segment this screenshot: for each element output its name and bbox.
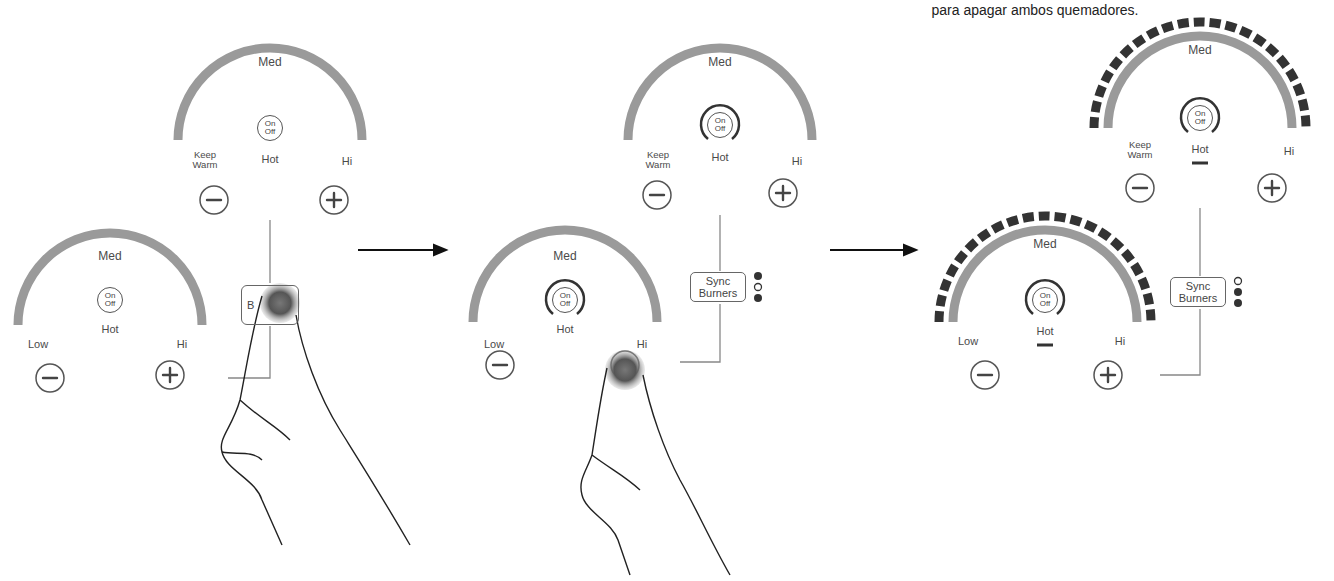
sync-button: Sync Burners: [690, 272, 746, 302]
dial-label: Med: [98, 250, 121, 263]
dial-label: Hot: [1036, 326, 1053, 338]
pm-symbols: [43, 181, 1279, 382]
dial-label: Hot: [556, 324, 573, 336]
level-dash: [1037, 163, 1208, 345]
dial-label: Med: [1033, 238, 1056, 251]
button-label: On Off: [558, 292, 572, 308]
button-label: On Off: [103, 292, 117, 308]
dial-label: Hi: [342, 156, 352, 168]
dial-label: Keep Warm: [187, 150, 223, 170]
dial-label: Med: [553, 250, 576, 263]
dial-label: Hot: [1191, 144, 1208, 156]
button-label: On Off: [1193, 110, 1207, 126]
dial-label: Hot: [711, 152, 728, 164]
button-label: On Off: [263, 120, 277, 136]
power-button: On Off: [1032, 287, 1058, 313]
heat-indicator: [939, 22, 1306, 322]
sync-button: Sync Burners: [1170, 277, 1226, 307]
dial-label: Low: [28, 339, 48, 351]
power-button: On Off: [257, 115, 283, 141]
dial-label: Hi: [177, 339, 187, 351]
power-button: On Off: [552, 287, 578, 313]
dial-label: Low: [958, 336, 978, 348]
button-label: Sync Burners: [1175, 280, 1221, 304]
button-label: Sync Burners: [695, 275, 741, 299]
dial-label: Keep Warm: [640, 150, 676, 170]
dial-label: Low: [484, 339, 504, 351]
dial-label: Hi: [792, 156, 802, 168]
button-label: B: [247, 299, 254, 311]
active-ring: [546, 98, 1219, 314]
dial-label: Med: [258, 56, 281, 69]
dial-label: Hi: [1284, 146, 1294, 158]
pressed-button: B: [241, 285, 299, 325]
dial-label: Hot: [261, 154, 278, 166]
flow-arrows: [358, 245, 916, 255]
dial-label: Hi: [637, 339, 647, 351]
caption-note: para apagar ambos quemadores.: [931, 3, 1138, 18]
dial-label: Keep Warm: [1122, 140, 1158, 160]
dial-label: Med: [708, 56, 731, 69]
hand: [221, 283, 730, 575]
power-button: On Off: [707, 112, 733, 138]
dial-label: Med: [1188, 44, 1211, 57]
button-label: On Off: [1038, 292, 1052, 308]
leader-lines: [228, 208, 1200, 378]
dial-label: Hi: [1115, 336, 1125, 348]
dial-label: Hot: [101, 324, 118, 336]
pm-buttons: [36, 174, 1286, 392]
power-button: On Off: [97, 287, 123, 313]
button-label: On Off: [713, 117, 727, 133]
sync-dots: [754, 272, 1242, 307]
power-button: On Off: [1187, 105, 1213, 131]
